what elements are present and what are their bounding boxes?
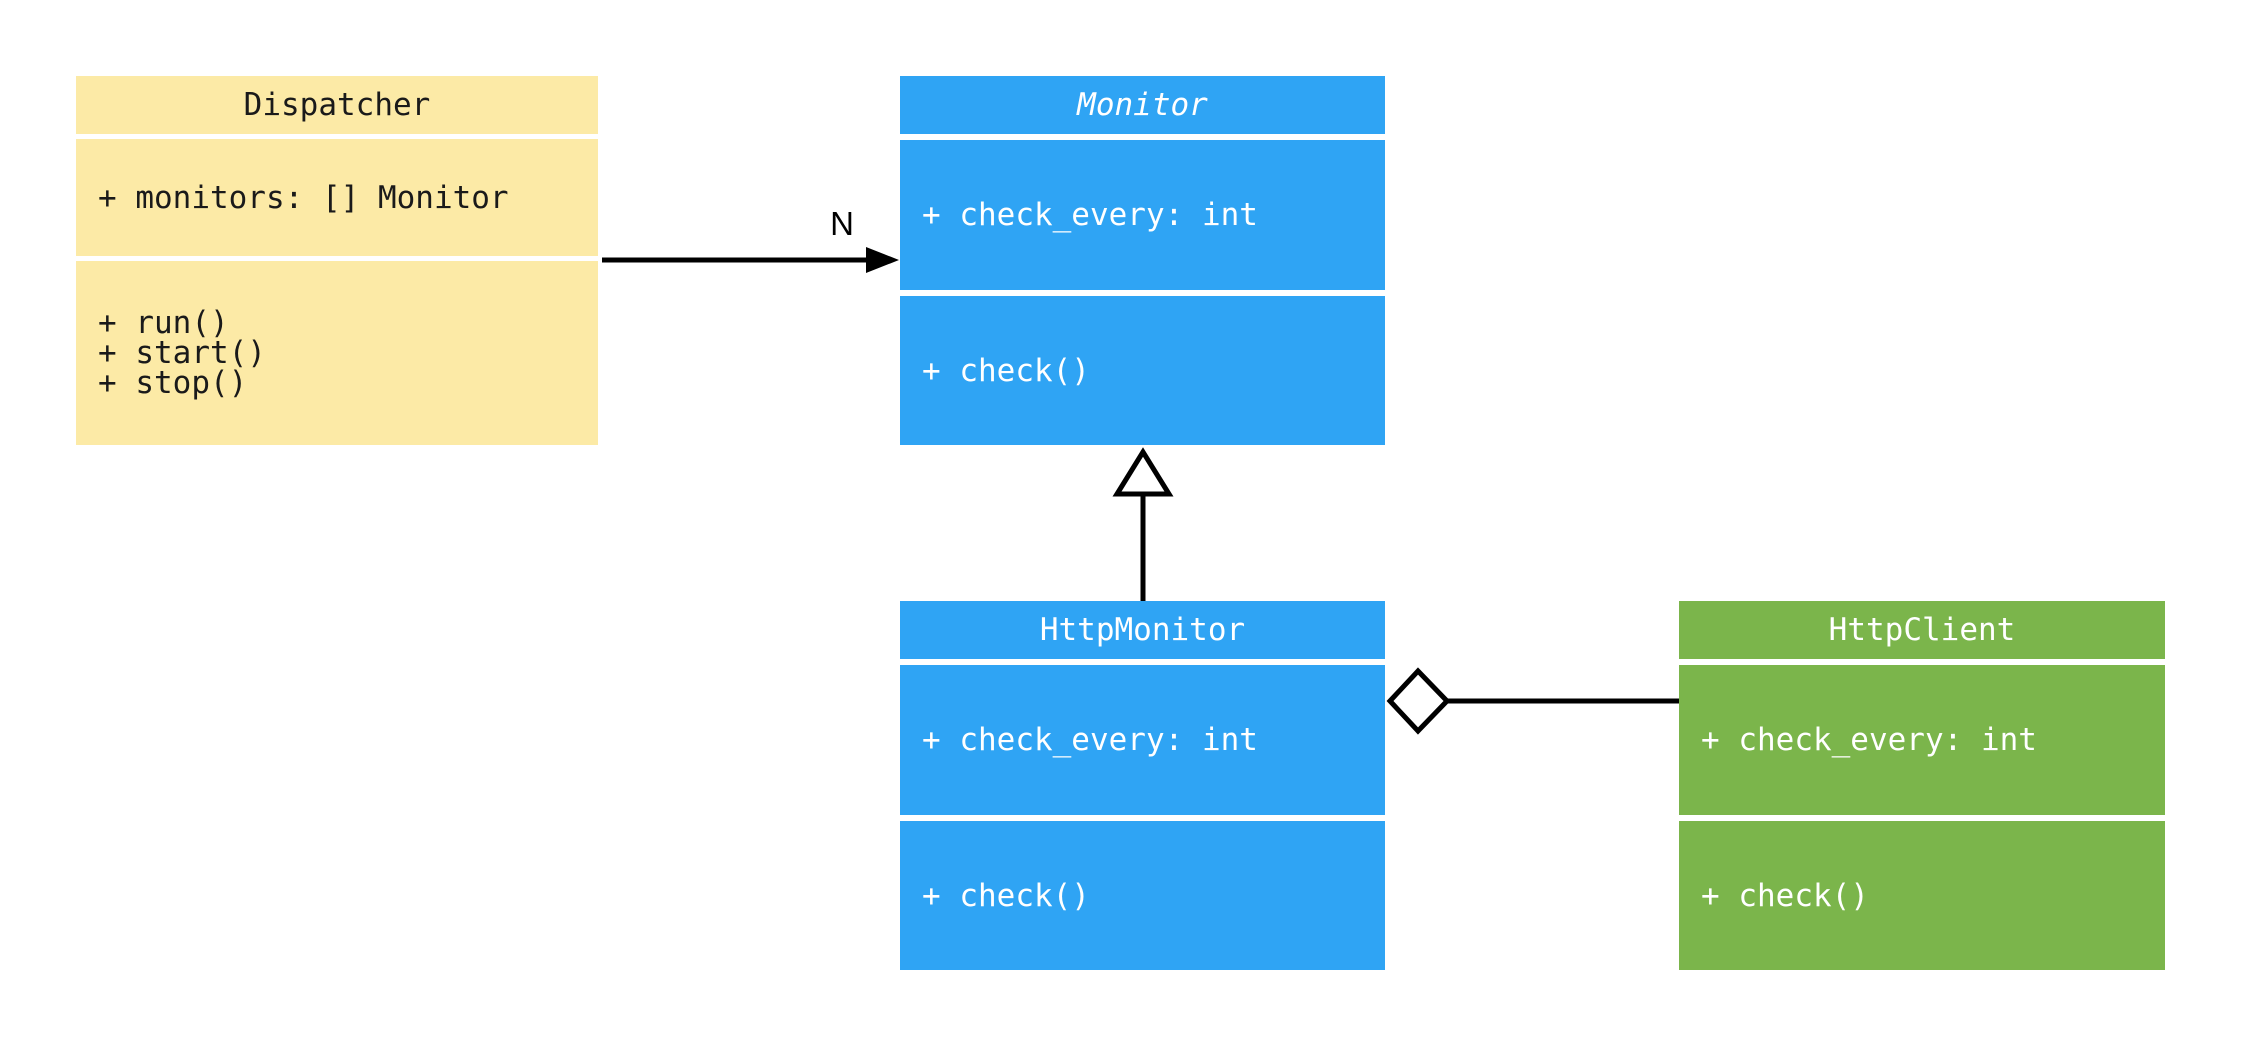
method-row: + stop() [98, 365, 248, 401]
inheritance-arrow-httpmonitor-monitor [1112, 447, 1174, 601]
attribute-row: + monitors: [] Monitor [98, 179, 509, 216]
class-title-dispatcher: Dispatcher [76, 76, 598, 134]
attribute-row: + check_every: int [1701, 722, 2037, 758]
class-title-label: HttpClient [1828, 612, 2016, 648]
method-row: + check() [1701, 877, 1869, 914]
method-row: + check() [922, 877, 1090, 914]
hollow-triangle-icon [1112, 447, 1174, 497]
filled-arrowhead-icon [866, 247, 899, 273]
class-title-http-monitor: HttpMonitor [900, 601, 1385, 659]
class-methods-monitor: + check() [900, 296, 1385, 445]
class-title-label: HttpMonitor [1039, 612, 1246, 648]
class-node-dispatcher: Dispatcher + monitors: [] Monitor + run(… [76, 76, 598, 445]
class-title-http-client: HttpClient [1679, 601, 2165, 659]
method-row: + check() [922, 352, 1090, 389]
class-title-label: Monitor [1077, 87, 1208, 123]
multiplicity-label: N [830, 205, 854, 242]
class-methods-http-monitor: + check() [900, 821, 1385, 970]
class-attributes-monitor: + check_every: int [900, 140, 1385, 290]
association-arrow-dispatcher-monitor [602, 247, 899, 273]
aggregation-connector-httpmonitor-httpclient [1386, 667, 1679, 735]
method-row: + run() [98, 305, 229, 341]
class-attributes-http-client: + check_every: int [1679, 665, 2165, 815]
attribute-row: + check_every: int [922, 197, 1258, 233]
class-attributes-dispatcher: + monitors: [] Monitor [76, 139, 598, 256]
class-title-label: Dispatcher [243, 87, 431, 123]
class-node-http-monitor: HttpMonitor + check_every: int + check() [900, 601, 1385, 970]
class-title-monitor: Monitor [900, 76, 1385, 134]
method-row: + start() [98, 335, 266, 371]
hollow-diamond-icon [1386, 667, 1451, 735]
class-node-monitor: Monitor + check_every: int + check() [900, 76, 1385, 445]
class-methods-http-client: + check() [1679, 821, 2165, 970]
class-attributes-http-monitor: + check_every: int [900, 665, 1385, 815]
attribute-row: + check_every: int [922, 722, 1258, 758]
class-methods-dispatcher: + run() + start() + stop() [76, 261, 598, 445]
class-node-http-client: HttpClient + check_every: int + check() [1679, 601, 2165, 970]
